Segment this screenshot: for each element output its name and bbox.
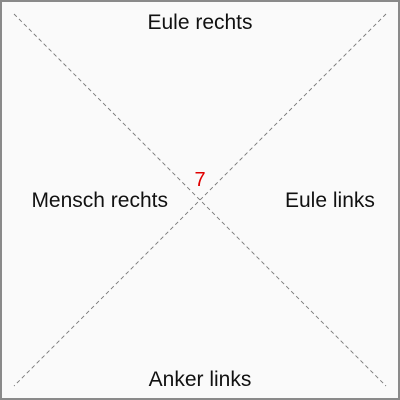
label-top: Eule rechts bbox=[147, 11, 253, 34]
diagonal-top-left-to-bottom-right bbox=[13, 13, 387, 387]
label-left: Mensch rechts bbox=[31, 189, 168, 212]
center-number: 7 bbox=[194, 169, 206, 191]
label-right: Eule links bbox=[285, 189, 375, 212]
diagonal-top-right-to-bottom-left bbox=[13, 13, 387, 387]
label-bottom: Anker links bbox=[148, 368, 252, 391]
